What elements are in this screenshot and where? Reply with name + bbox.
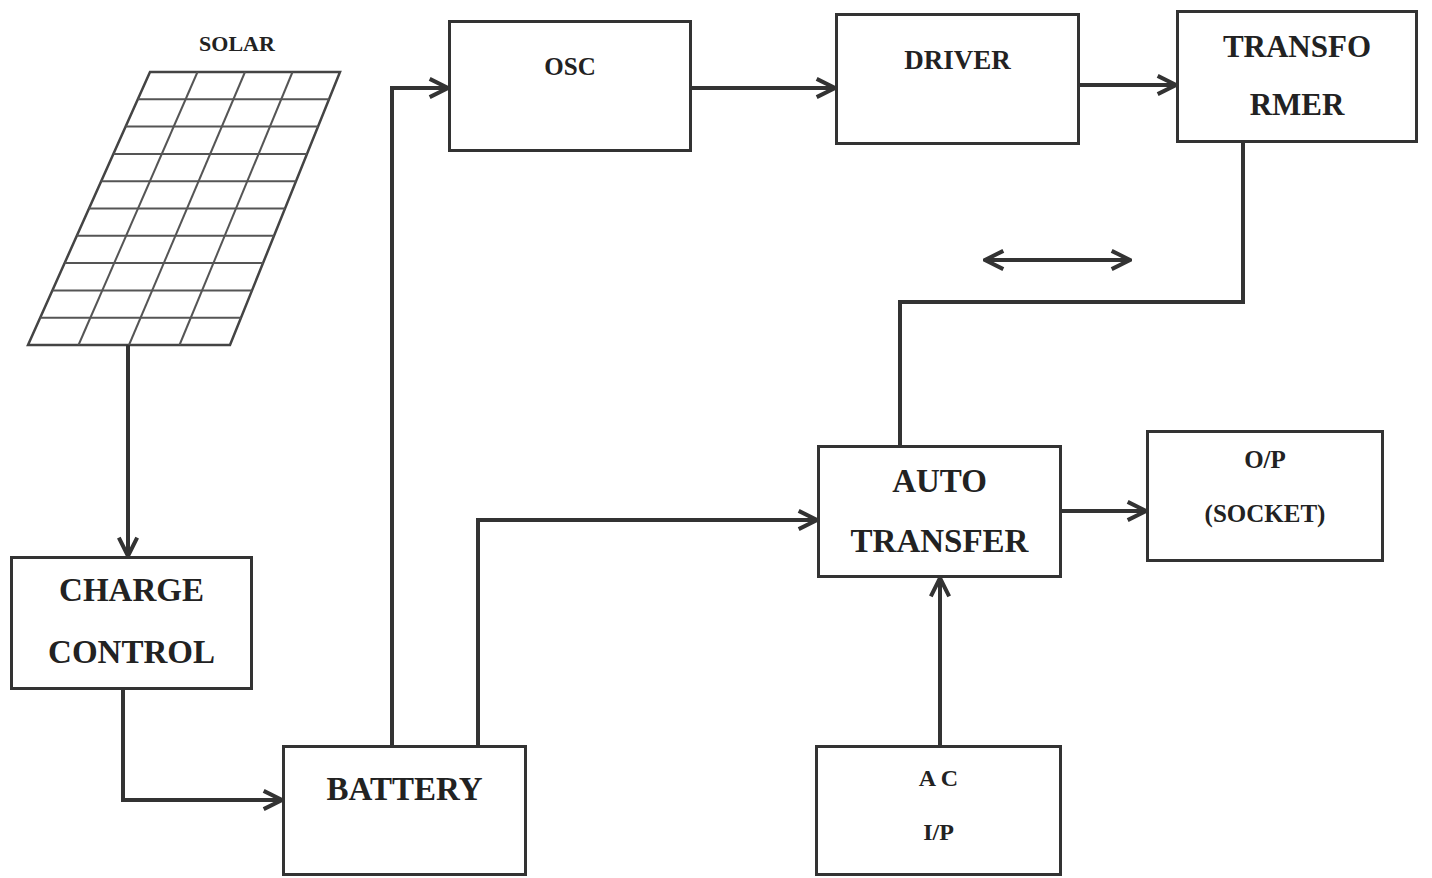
process-box: DRIVER xyxy=(835,13,1080,145)
double-arrow-symbol xyxy=(985,258,1130,262)
node-label: SOLAR xyxy=(199,30,275,58)
input-box: A C I/P xyxy=(815,745,1062,876)
connector xyxy=(938,578,942,745)
solar-panel: SOLAR xyxy=(20,28,350,345)
connector xyxy=(1080,83,1176,87)
panel-grid-line xyxy=(79,72,198,345)
connector xyxy=(478,520,817,745)
connector xyxy=(123,690,282,800)
solar-panel-drawing xyxy=(28,72,340,345)
process-box: AUTO TRANSFER xyxy=(817,445,1062,578)
node-label: OSC xyxy=(544,51,595,83)
connector xyxy=(692,86,835,90)
process-box: OSC xyxy=(448,20,692,152)
connector xyxy=(900,143,1243,445)
node-label: TRANSFO RMER xyxy=(1212,18,1382,134)
panel-outline xyxy=(28,72,340,345)
node-label: O/P (SOCKET) xyxy=(1190,433,1340,541)
process-box: CHARGE CONTROL xyxy=(10,556,253,690)
panel-grid-line xyxy=(129,72,245,345)
output-box: O/P (SOCKET) xyxy=(1146,430,1384,562)
battery-box: BATTERY xyxy=(282,745,527,876)
connector xyxy=(1062,509,1146,513)
node-label: DRIVER xyxy=(904,43,1011,77)
process-box: TRANSFO RMER xyxy=(1176,10,1418,143)
node-label: CHARGE CONTROL xyxy=(32,559,232,683)
node-label: AUTO TRANSFER xyxy=(840,451,1040,571)
node-label: A C I/P xyxy=(909,751,969,859)
connector xyxy=(126,345,130,556)
connector xyxy=(392,88,448,745)
node-label: BATTERY xyxy=(327,769,483,809)
panel-grid-line xyxy=(180,72,293,345)
